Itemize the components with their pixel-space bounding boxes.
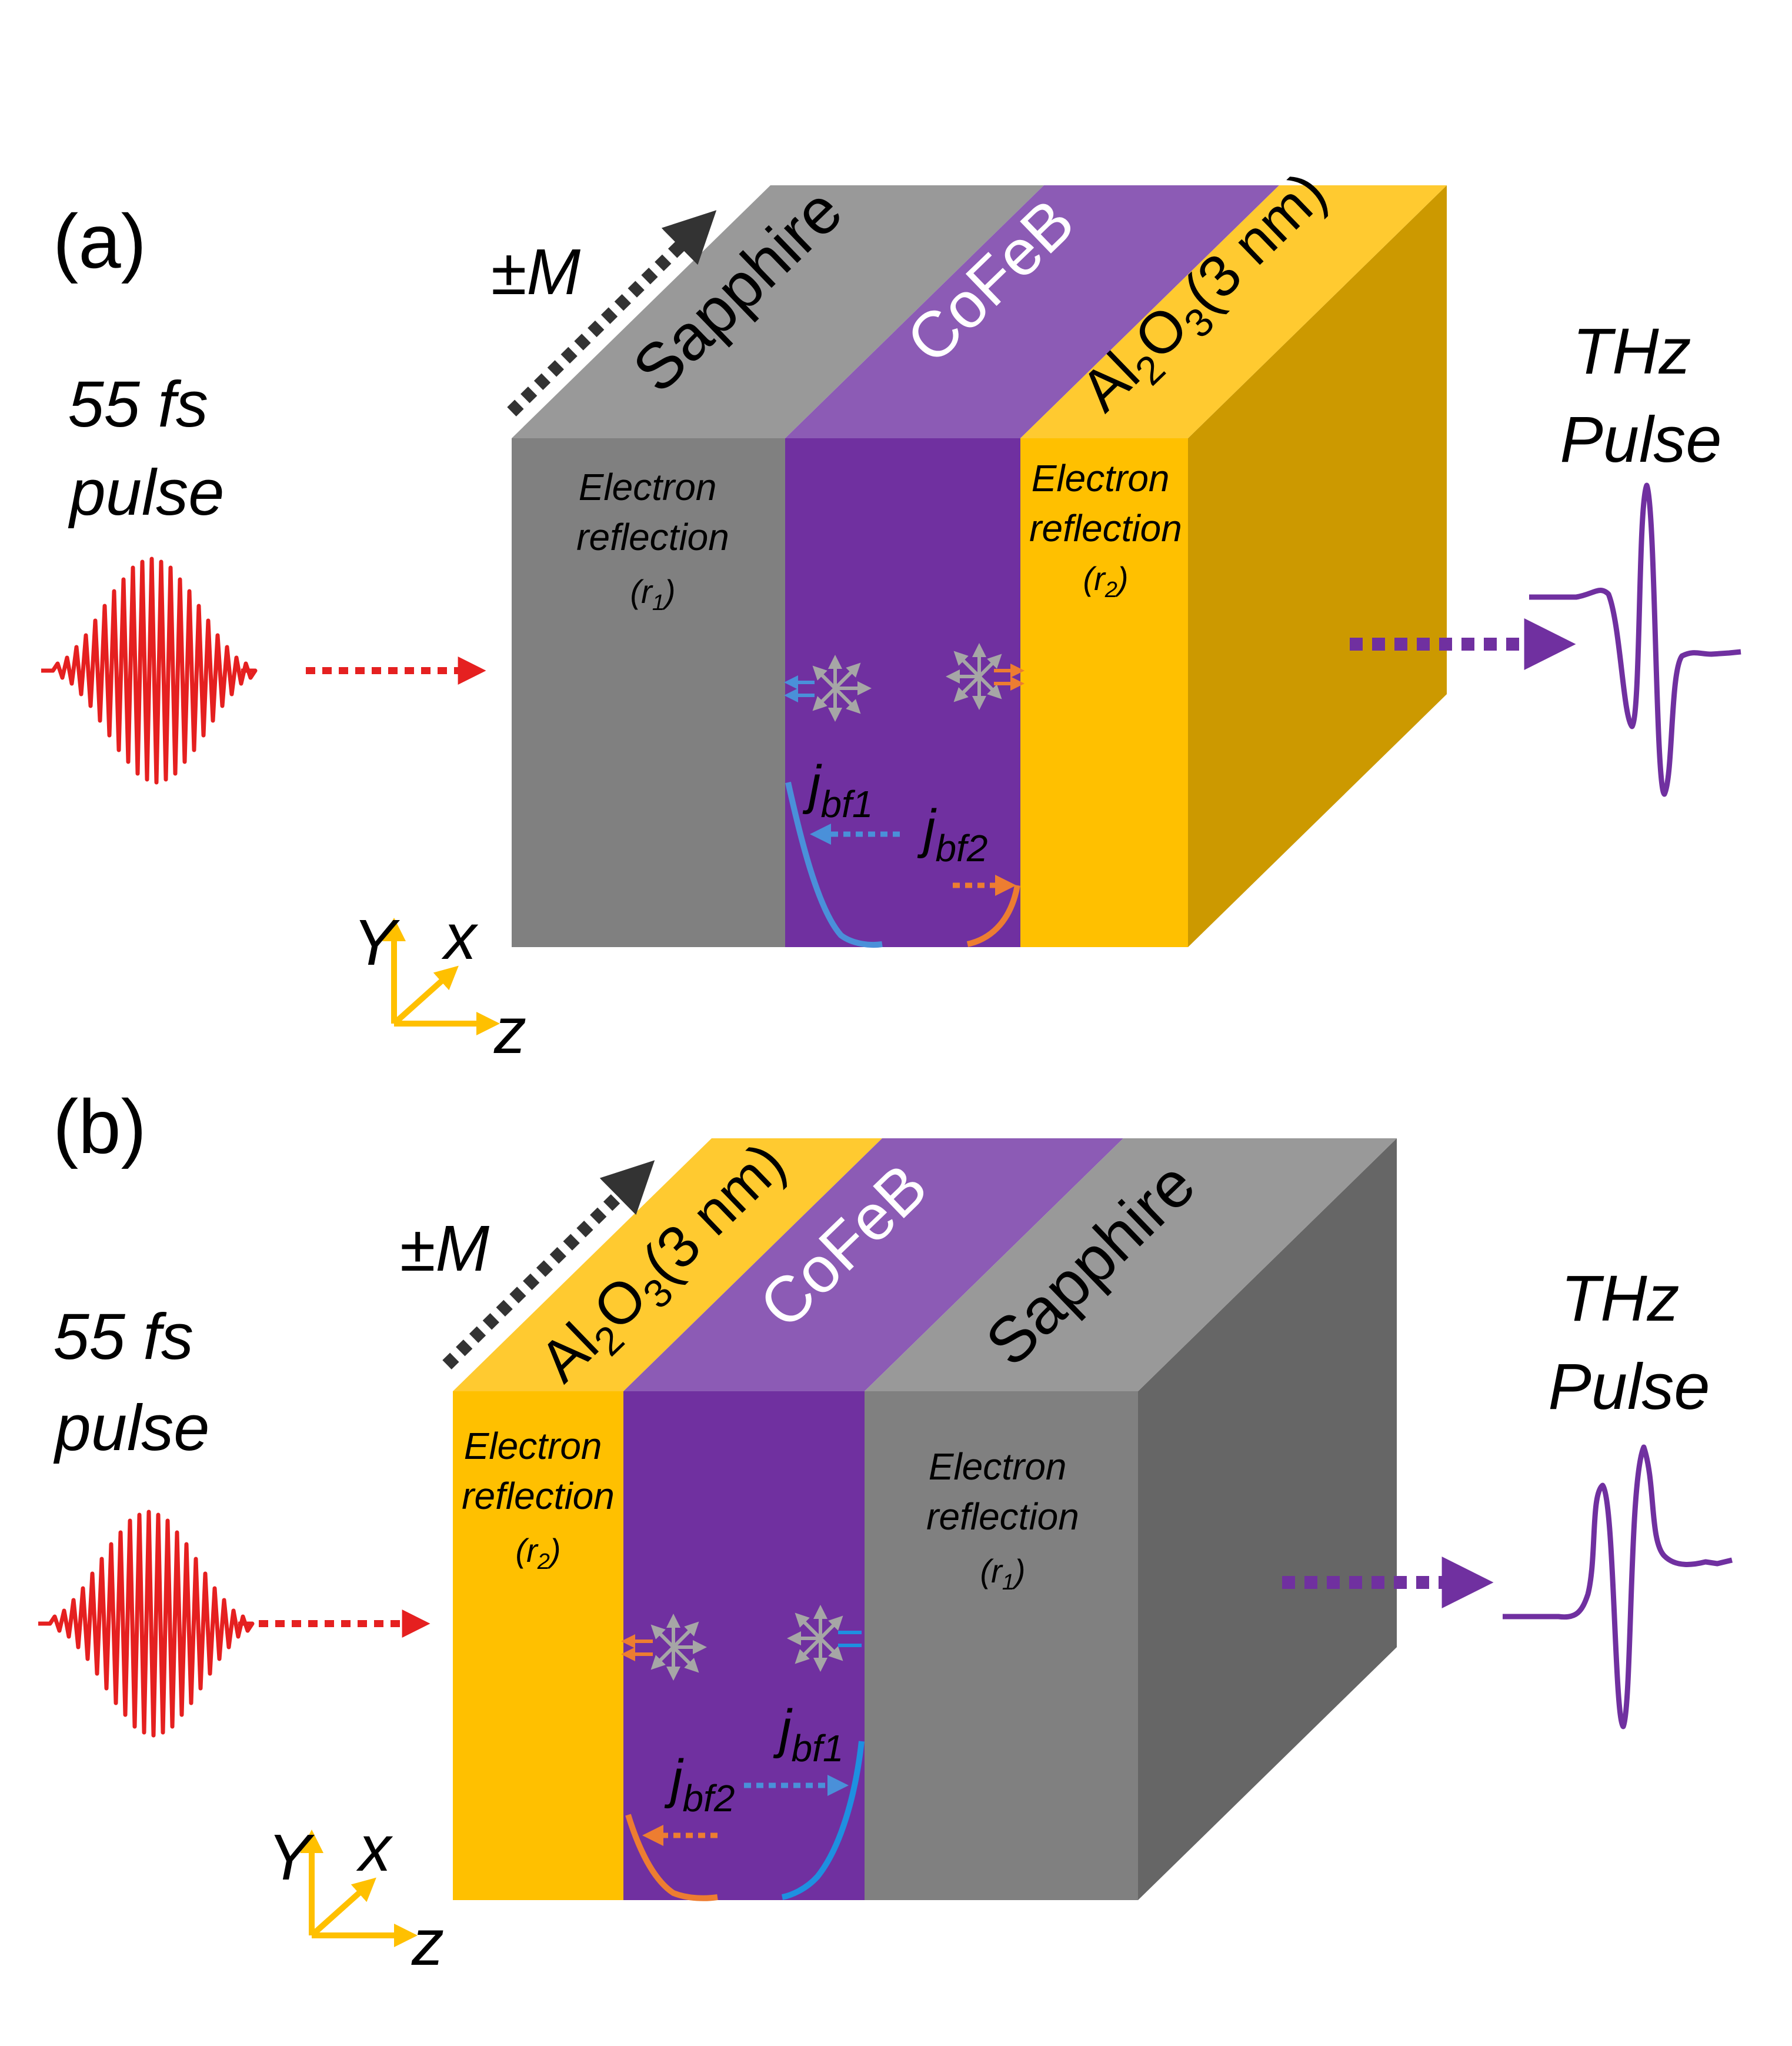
- sapphire-side-face: [1138, 1138, 1397, 1900]
- alox-electron-reflection: Electron reflection: [462, 1425, 615, 1517]
- sapphire-top-face: [512, 185, 1044, 438]
- cofeb-front-face: [785, 438, 1020, 947]
- scatter-arrows-left: [621, 1614, 707, 1681]
- magnetization-label: ±M: [400, 1212, 489, 1285]
- alox-top-face: [1020, 185, 1447, 438]
- panel-a: (a) Sapphire CoFeB Al2O3(3 nm) ±M Electr…: [41, 159, 1741, 1067]
- axis-label-y: Y: [268, 1821, 315, 1894]
- alox-electron-reflection: Electron reflection: [1029, 457, 1182, 549]
- sapphire-front-face: [865, 1391, 1138, 1900]
- magnetization-arrow: [442, 1160, 655, 1369]
- scatter-arrows-right: [787, 1605, 862, 1672]
- magnetization-arrow: [507, 210, 717, 416]
- current-profile-bf2: [625, 1814, 718, 1901]
- axis-label-z: z: [493, 995, 526, 1067]
- current-profile-bf1: [785, 781, 883, 948]
- thz-waveform: [1529, 482, 1741, 797]
- sapphire-front-face: [512, 438, 785, 947]
- axis-label-x: x: [356, 1812, 393, 1885]
- panel-label: (b): [53, 1084, 146, 1169]
- input-pulse-label: 55 fs pulse: [53, 1301, 211, 1464]
- current-profile-bf1: [781, 1741, 865, 1900]
- current-label-bf1: jbf1: [802, 755, 873, 825]
- panel-b: (b) Al2O3(3 nm) CoFeB Sapphire ±M Electr…: [38, 1084, 1733, 1979]
- thz-pulse-label: THz Pulse: [1548, 1262, 1710, 1423]
- input-pulse-label: 55 fs pulse: [68, 368, 226, 529]
- axis-label-x: x: [441, 901, 479, 973]
- panel-label: (a): [53, 198, 146, 284]
- scatter-arrows-right: [946, 643, 1025, 710]
- alox-top-face: [453, 1138, 882, 1391]
- thz-pulse-label: THz Pulse: [1560, 315, 1721, 476]
- sapphire-electron-reflection: Electron reflection: [576, 466, 729, 558]
- axis-label-z: z: [411, 1907, 444, 1979]
- coordinate-axes: Y x z: [353, 901, 526, 1067]
- laser-pulse-waveform: [38, 1509, 255, 1738]
- coordinate-axes: Y x z: [268, 1812, 444, 1979]
- alox-front-face: [1020, 438, 1188, 947]
- alox-side-face: [1188, 185, 1447, 947]
- cofeb-top-face: [785, 185, 1279, 438]
- cofeb-top-face: [623, 1138, 1123, 1391]
- current-profile-bf2: [966, 885, 1020, 947]
- axis-label-y: Y: [353, 907, 400, 979]
- cofeb-front-face: [623, 1391, 865, 1900]
- laser-pulse-waveform: [41, 557, 258, 785]
- scatter-arrows-left: [784, 655, 872, 722]
- thz-waveform: [1503, 1444, 1733, 1730]
- sapphire-top-face: [865, 1138, 1397, 1391]
- magnetization-label: ±M: [491, 236, 580, 308]
- sapphire-electron-reflection: Electron reflection: [926, 1445, 1079, 1538]
- alox-front-face: [453, 1391, 623, 1900]
